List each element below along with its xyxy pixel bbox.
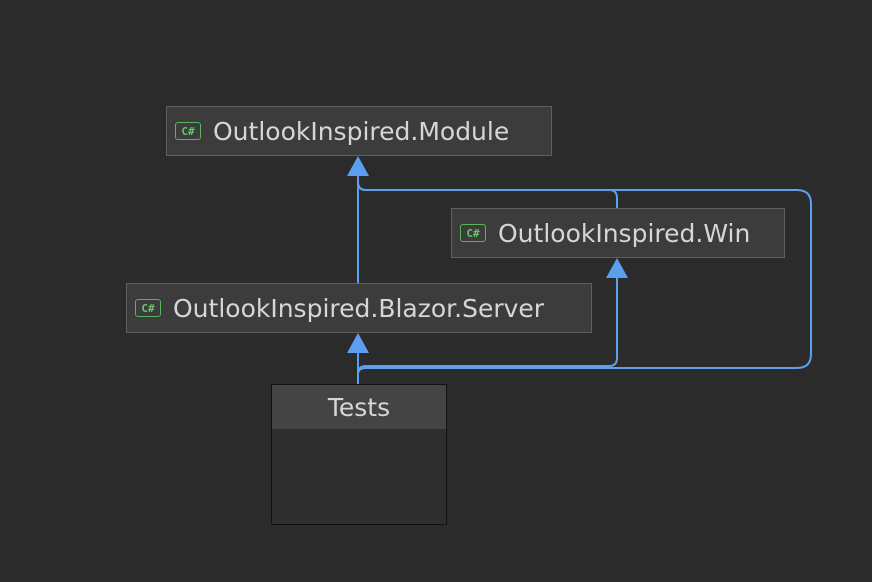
node-label: OutlookInspired.Blazor.Server	[173, 293, 545, 323]
arrowhead-blazor	[347, 333, 369, 353]
csharp-project-icon: C#	[175, 122, 201, 140]
node-outlookinspired-win[interactable]: C# OutlookInspired.Win	[451, 208, 785, 258]
arrowhead-module	[347, 156, 369, 176]
edge-tests-to-module	[357, 170, 812, 384]
node-outlookinspired-module[interactable]: C# OutlookInspired.Module	[166, 106, 552, 156]
node-tests[interactable]: Tests	[271, 384, 447, 525]
node-label: OutlookInspired.Win	[498, 218, 751, 248]
edge-win-to-module	[357, 170, 618, 208]
node-label: Tests	[327, 392, 391, 422]
csharp-project-icon: C#	[135, 299, 161, 317]
node-outlookinspired-blazor-server[interactable]: C# OutlookInspired.Blazor.Server	[126, 283, 592, 333]
csharp-project-icon: C#	[460, 224, 486, 242]
node-label: OutlookInspired.Module	[213, 116, 510, 146]
arrowhead-win	[606, 258, 628, 278]
node-tests-header: Tests	[272, 385, 446, 429]
